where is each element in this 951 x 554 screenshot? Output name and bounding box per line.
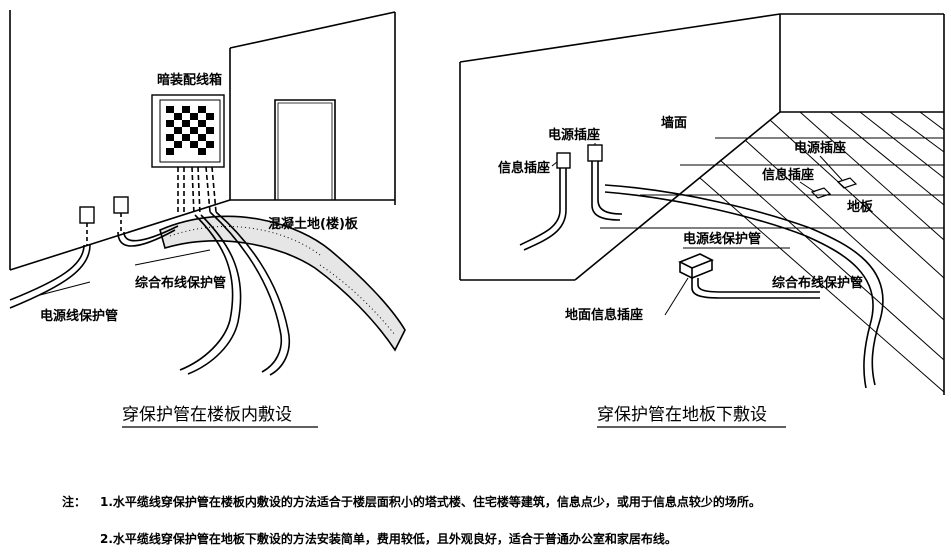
left-integrated-pipes (117, 211, 290, 376)
left-dashed-risers (177, 166, 217, 216)
right-underfloor-cable (604, 184, 884, 389)
right-label-info-socket-wall: 信息插座 (498, 160, 550, 176)
right-power-socket-wall-icon (587, 144, 603, 162)
right-info-socket-wall-icon (556, 152, 571, 169)
left-label-power-pipe: 电源线保护管 (40, 308, 118, 324)
right-room-walls (459, 13, 945, 395)
left-label-panel-box: 暗装配线箱 (157, 72, 222, 88)
right-label-power-socket-floor: 电源插座 (794, 140, 846, 156)
left-leader-power (39, 281, 91, 296)
right-label-floor-info-socket: 地面信息插座 (565, 307, 643, 323)
left-caption: 穿保护管在楼板内敷设 (122, 405, 292, 425)
concrete-slab (159, 215, 406, 352)
right-figure (459, 13, 945, 395)
right-leader-info-wall (551, 161, 558, 167)
right-leader-floor-info (664, 277, 689, 316)
right-label-info-socket-floor: 信息插座 (762, 167, 814, 183)
note-item-1: 1.水平缆线穿保护管在楼板内敷设的方法适合于楼层面积小的塔式楼、住宅楼等建筑，信… (100, 495, 761, 509)
right-wall-pipes (519, 161, 623, 251)
right-leader-info-floor (799, 181, 816, 193)
right-label-wall: 墙面 (661, 115, 687, 131)
right-label-power-pipe: 电源线保护管 (683, 231, 761, 247)
left-room-walls (9, 10, 396, 271)
right-leader-power-floor (819, 155, 843, 181)
note-item-2: 2.水平缆线穿保护管在地板下敷设的方法安装简单，费用较低，且外观良好，适合于普通… (100, 532, 677, 546)
right-floor-grid (600, 111, 945, 393)
right-caption: 穿保护管在地板下敷设 (597, 405, 767, 425)
right-info-socket-floor-icon (810, 187, 832, 199)
left-power-pipes (9, 244, 91, 309)
floor-info-socket-pipe (691, 278, 820, 299)
left-figure (9, 10, 406, 376)
floor-info-socket-box (678, 253, 714, 280)
right-label-floor: 地板 (847, 199, 874, 215)
notes-prefix: 注： (62, 495, 87, 509)
left-label-integrated-pipe: 综合布线保护管 (135, 275, 226, 291)
right-power-socket-floor-icon (836, 177, 858, 189)
right-label-power-socket-wall: 电源插座 (548, 127, 600, 143)
right-label-integrated-pipe: 综合布线保护管 (772, 275, 863, 291)
left-power-socket-icon (79, 206, 95, 224)
left-leader-integrated (134, 249, 211, 266)
concealed-panel-box (151, 94, 225, 168)
left-label-concrete-floor: 混凝土地(楼)板 (268, 216, 359, 232)
left-info-socket-icon (113, 196, 129, 214)
